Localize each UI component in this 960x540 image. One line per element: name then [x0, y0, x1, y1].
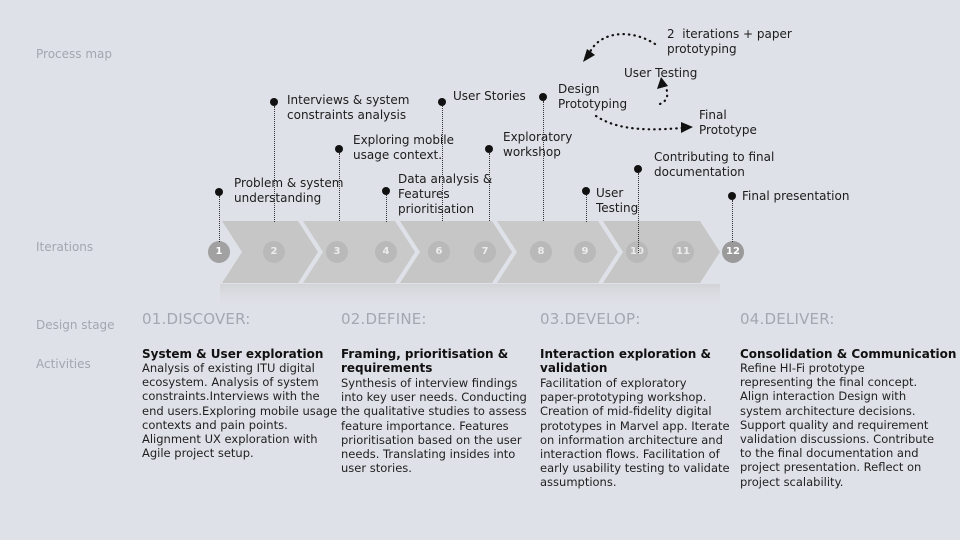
- milestone-label-12: Final presentation: [742, 189, 850, 203]
- iteration-circle-1: 1: [208, 241, 230, 263]
- milestone-line-6: [442, 106, 443, 221]
- milestone-label-8: Design Prototyping: [558, 82, 628, 111]
- cycle-user-testing: User Testing: [624, 66, 698, 80]
- stage-name-define: 02.DEFINE:: [341, 310, 427, 328]
- milestone-label-10: Contributing to final documentation: [654, 150, 775, 179]
- iteration-circle-6: 6: [428, 241, 450, 263]
- milestone-label-3: Exploring mobile usage context.: [353, 133, 454, 162]
- milestone-line-1: [219, 196, 220, 242]
- chevron-deliver-a: [497, 221, 618, 283]
- milestone-dot-2: [270, 98, 278, 106]
- cycle-final-prototype: Final Prototype: [699, 108, 757, 137]
- milestone-line-4: [386, 195, 387, 222]
- row-label-iterations: Iterations: [36, 240, 94, 254]
- milestone-dot-8: [539, 93, 547, 101]
- chevron-define: [303, 221, 415, 283]
- row-label-activities: Activities: [36, 357, 91, 371]
- milestone-label-1: Problem & system understanding: [234, 176, 344, 205]
- milestone-dot-1: [215, 188, 223, 196]
- milestone-dot-6: [438, 98, 446, 106]
- iteration-cycle-arrows: [583, 33, 693, 133]
- milestone-dot-4: [382, 187, 390, 195]
- milestone-label-4: Data analysis & Features prioritisation: [398, 172, 493, 216]
- iteration-circle-3: 3: [326, 241, 348, 263]
- milestone-label-2: Interviews & system constraints analysis: [287, 93, 410, 122]
- milestone-label-7: Exploratory workshop: [503, 130, 573, 159]
- milestone-label-6: User Stories: [453, 89, 526, 103]
- milestone-dot-12: [728, 192, 736, 200]
- iteration-circle-2: 2: [263, 241, 285, 263]
- stage-name-discover: 01.DISCOVER:: [142, 310, 251, 328]
- milestone-label-9: User Testing: [596, 186, 639, 215]
- iteration-circle-12: 12: [722, 241, 744, 263]
- stage-name-develop: 03.DEVELOP:: [540, 310, 641, 328]
- milestone-line-9: [586, 195, 587, 222]
- milestone-dot-10: [634, 165, 642, 173]
- activity-body-deliver: Refine HI-Fi prototype representing the …: [740, 361, 935, 489]
- activity-title-discover: System & User exploration: [142, 347, 324, 361]
- cycle-arrowhead-top: [583, 49, 595, 62]
- milestone-line-12: [732, 200, 733, 242]
- row-label-process-map: Process map: [36, 47, 112, 61]
- activity-body-discover: Analysis of existing ITU digital ecosyst…: [142, 361, 338, 461]
- activity-body-develop: Facilitation of exploratory paper-protot…: [540, 376, 730, 490]
- activity-title-develop: Interaction exploration & validation: [540, 347, 711, 375]
- stage-name-deliver: 04.DELIVER:: [740, 310, 835, 328]
- activity-title-define: Framing, prioritisation & requirements: [341, 347, 509, 375]
- milestone-line-3: [339, 153, 340, 221]
- iteration-circle-10: 10: [626, 241, 648, 263]
- iteration-circle-8: 8: [530, 241, 552, 263]
- milestone-line-7: [489, 153, 490, 221]
- iteration-circle-7: 7: [474, 241, 496, 263]
- cycle-iterations-note: 2 iterations + paper prototyping: [667, 27, 792, 56]
- chevron-reflection: [220, 284, 720, 310]
- milestone-dot-7: [485, 145, 493, 153]
- activity-body-define: Synthesis of interview findings into key…: [341, 376, 527, 476]
- iteration-circle-9: 9: [574, 241, 596, 263]
- row-label-design-stage: Design stage: [36, 318, 115, 332]
- cycle-arrow-top: [588, 33, 657, 54]
- milestone-line-10: [638, 173, 639, 253]
- chevron-develop: [400, 221, 512, 283]
- activity-title-deliver: Consolidation & Communication: [740, 347, 957, 361]
- milestone-dot-9: [582, 187, 590, 195]
- iteration-circle-4: 4: [375, 241, 397, 263]
- chevron-deliver-b: [603, 221, 720, 283]
- milestone-dot-3: [335, 145, 343, 153]
- cycle-arrow-bottom: [594, 114, 684, 131]
- cycle-arrowhead-right: [657, 77, 668, 89]
- milestone-line-2: [274, 106, 275, 222]
- cycle-arrowhead-bottom: [681, 122, 693, 133]
- iteration-circle-11: 11: [672, 241, 694, 263]
- milestone-line-8: [543, 101, 544, 221]
